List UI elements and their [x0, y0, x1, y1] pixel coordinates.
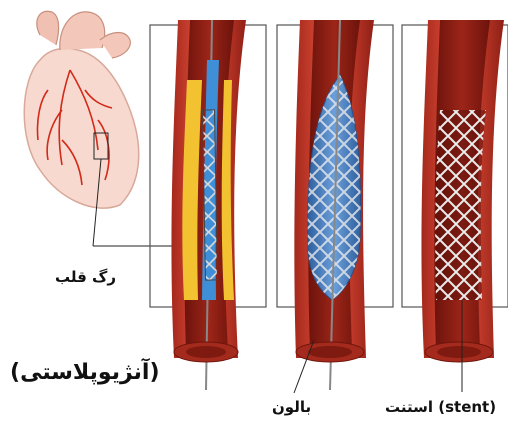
stent-label: استنت (stent) — [385, 398, 496, 416]
balloon-label: بالون — [272, 398, 311, 416]
stent-panel — [402, 20, 508, 392]
balloon-panel — [277, 20, 393, 393]
procedure-title: (آنژیوپلاستی) — [10, 360, 160, 385]
coronary-artery-label: رگ قلب — [55, 268, 116, 286]
catheter-panel — [150, 20, 266, 390]
heart-illustration — [24, 11, 178, 246]
